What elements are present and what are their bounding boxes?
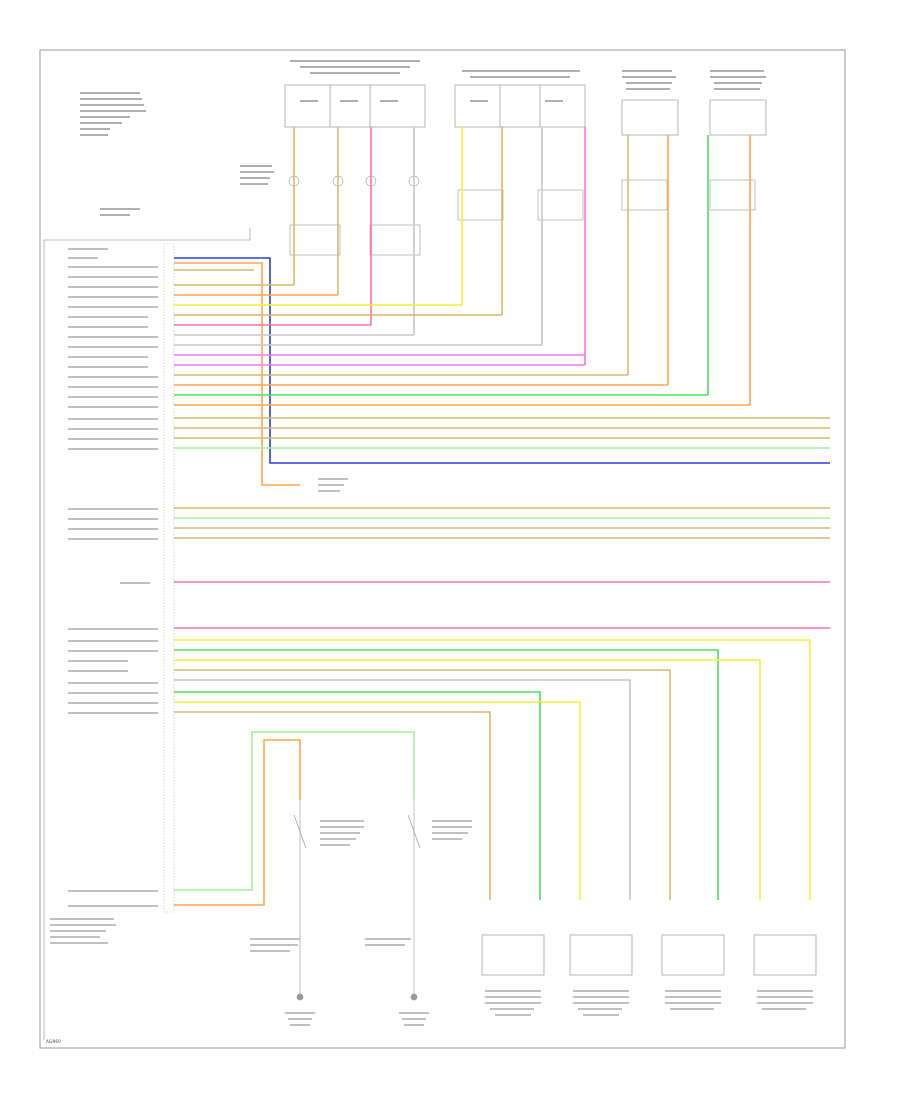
harness-mid-block: [174, 507, 830, 583]
mid-connectors: [288, 175, 756, 256]
module-pin-strip: [163, 243, 175, 913]
pin-label-placeholders: [50, 248, 158, 944]
bottom-components: [293, 800, 817, 1001]
top-connector-labels: [100, 60, 766, 216]
diagram-frame: [39, 49, 846, 1049]
harness-top-block: [174, 257, 830, 486]
bottom-labels: [250, 478, 813, 1026]
airbag-module-outline: [43, 228, 251, 1040]
top-note: [80, 92, 146, 136]
top-connectors: [284, 84, 767, 136]
harness-lower-block: [174, 627, 830, 906]
footer-code: AI2960: [46, 1039, 61, 1044]
vertical-wires-top: [293, 127, 751, 405]
